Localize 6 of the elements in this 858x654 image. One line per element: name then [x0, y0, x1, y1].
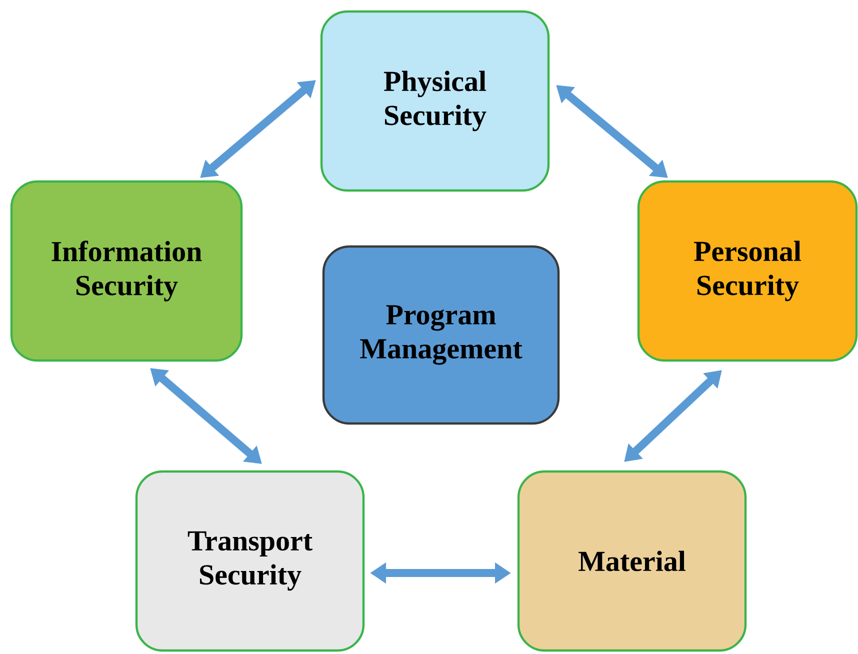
process-box: Physical Security	[320, 10, 550, 192]
center-box: Program Management	[322, 245, 560, 425]
process-box: Transport Security	[135, 470, 365, 652]
process-box: Personal Security	[637, 180, 858, 362]
process-box: Material	[517, 470, 747, 652]
process-box: Information Security	[10, 180, 243, 362]
